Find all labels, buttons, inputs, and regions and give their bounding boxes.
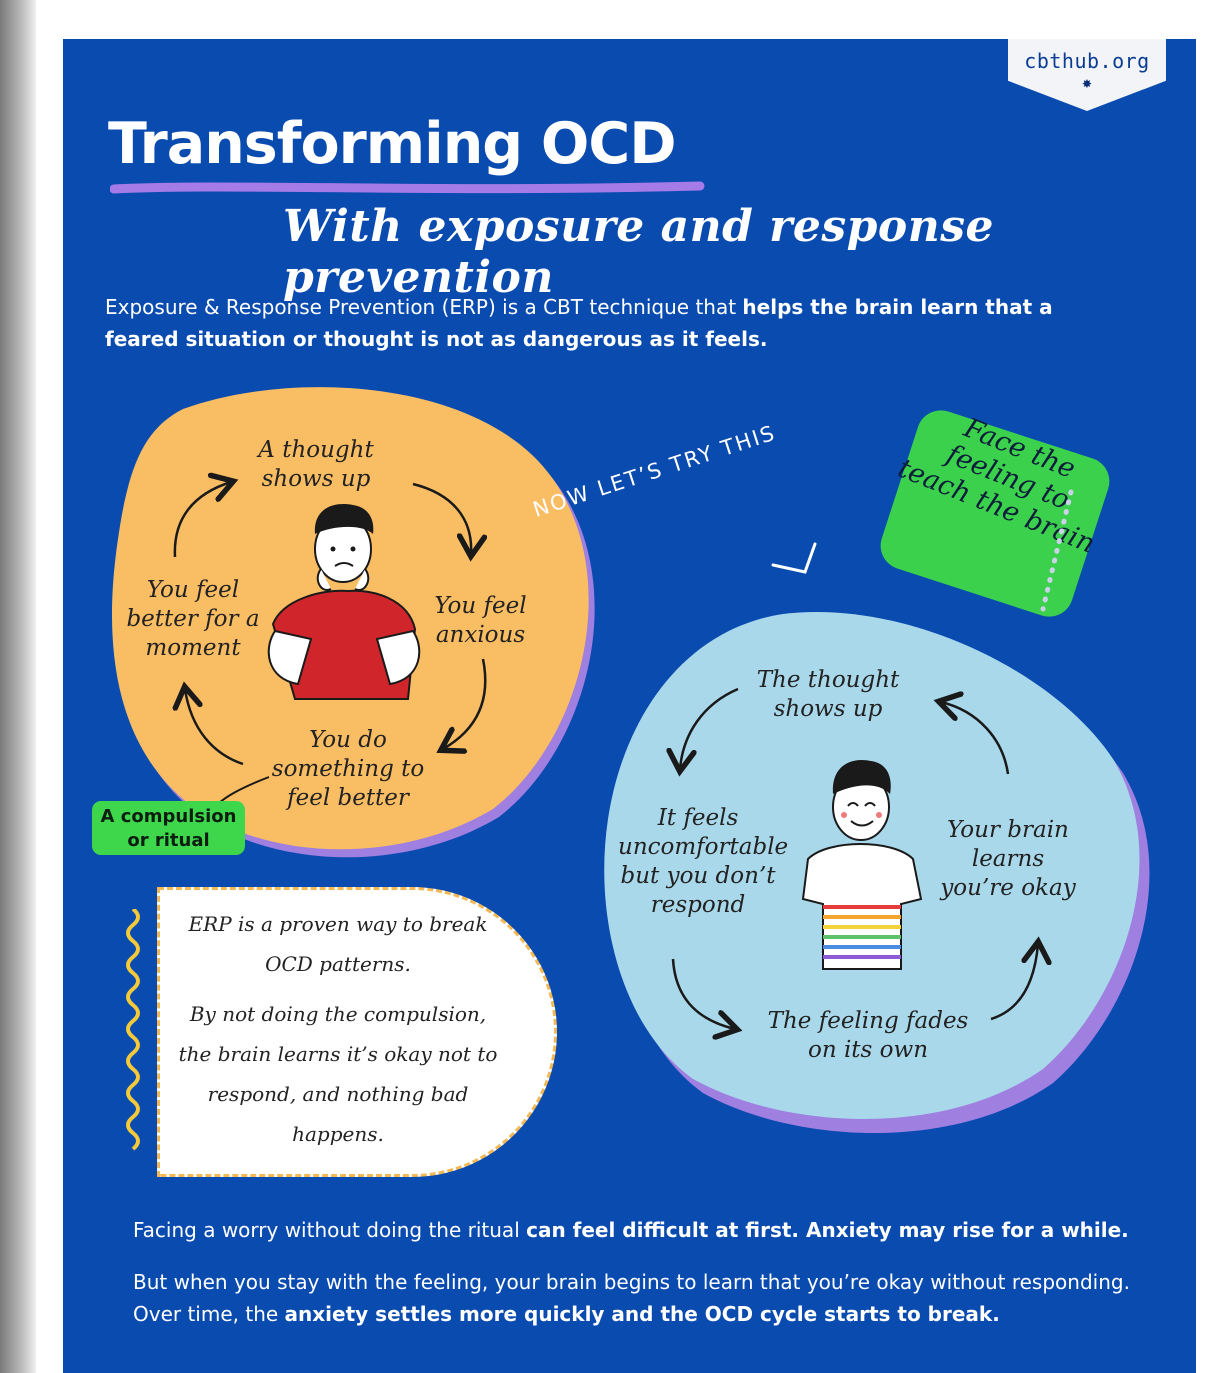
arrow-icon <box>173 482 231 558</box>
intro-plain: Exposure & Response Prevention (ERP) is … <box>105 295 743 319</box>
arrow-icon <box>185 689 244 766</box>
erp-step-fades: The feeling fades on its own <box>767 1008 969 1063</box>
ocd-step-compulsion: You do something to feel better <box>271 727 425 811</box>
arrow-icon <box>412 482 471 554</box>
ocd-step-anxious: You feel anxious <box>434 593 527 648</box>
star-icon: ✸ <box>1082 73 1092 92</box>
squiggle-decoration <box>126 909 140 1151</box>
bottom-paragraph-1: Facing a worry without doing the ritual … <box>133 1214 1183 1246</box>
page-title: Transforming OCD <box>108 111 677 177</box>
dotted-line-decoration <box>1040 489 1074 612</box>
info-card-line2: By not doing the compulsion, the brain l… <box>178 1002 498 1146</box>
arrow-icon <box>990 944 1038 1021</box>
page-edge-shadow <box>0 0 36 1373</box>
site-name: cbthub.org <box>1024 49 1150 73</box>
info-card-text: ERP is a proven way to break OCD pattern… <box>173 904 503 1164</box>
arrow-icon <box>680 687 739 769</box>
erp-step-thought: The thought shows up <box>756 667 900 722</box>
bottom-p2-plain: But when you stay with the feeling, your… <box>133 1270 1130 1326</box>
intro-text: Exposure & Response Prevention (ERP) is … <box>105 291 1105 355</box>
title-underline <box>110 181 705 194</box>
erp-step-uncomfortable: It feels uncomfortable but you don’t res… <box>618 805 789 918</box>
erp-step-okay: Your brain learns you’re okay <box>940 817 1076 901</box>
bottom-p2-bold: anxiety settles more quickly and the OCD… <box>284 1302 1000 1326</box>
corner-arrow-icon <box>771 542 817 574</box>
ocd-step-thought: A thought shows up <box>258 437 374 492</box>
anxious-person-figure <box>267 504 421 700</box>
info-card <box>157 887 557 1177</box>
arrow-icon <box>941 702 1010 775</box>
arrow-icon <box>443 658 487 749</box>
page-subtitle: With exposure and response prevention <box>283 201 994 303</box>
poster: cbthub.org ✸ Transforming OCD With expos… <box>63 39 1196 1373</box>
ocd-step-relief: You feel better for a moment <box>126 577 260 661</box>
bottom-paragraph-2: But when you stay with the feeling, your… <box>133 1266 1183 1330</box>
intro-bold: helps the brain learn that a feared situ… <box>105 295 1053 351</box>
arrow-icon <box>671 958 735 1029</box>
bottom-p1-bold: can feel difficult at first. Anxiety may… <box>526 1218 1129 1242</box>
calm-person-figure <box>801 759 923 970</box>
illustration-layer <box>111 387 1150 1133</box>
transition-label: NOW LET’S TRY THIS <box>530 420 779 522</box>
info-card-line1: ERP is a proven way to break OCD pattern… <box>188 912 488 976</box>
compulsion-label: A compulsion or ritual <box>92 801 245 855</box>
transition-text: NOW LET’S TRY THIS <box>525 421 825 584</box>
bottom-text: Facing a worry without doing the ritual … <box>133 1214 1183 1350</box>
bottom-p1-plain: Facing a worry without doing the ritual <box>133 1218 527 1242</box>
